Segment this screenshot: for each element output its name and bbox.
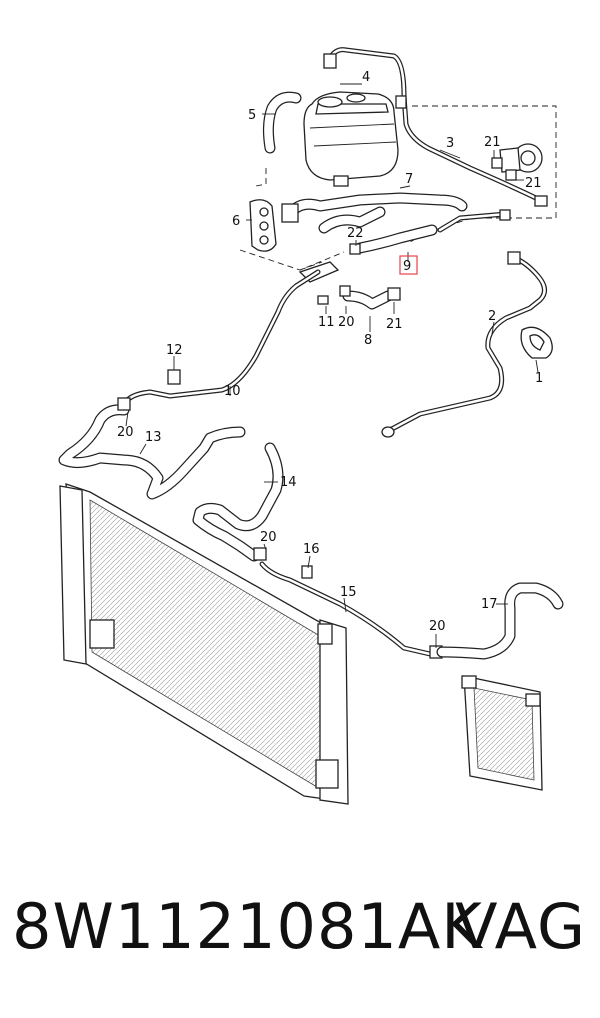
callout-8: 8 bbox=[364, 333, 372, 348]
callout-20-c: 20 bbox=[260, 530, 277, 545]
part-number: 8W1121081AK bbox=[12, 890, 483, 963]
callout-21-c: 21 bbox=[386, 317, 403, 332]
callout-5: 5 bbox=[248, 108, 256, 123]
coolant-housing bbox=[491, 143, 543, 181]
callout-10: 10 bbox=[224, 384, 241, 399]
callout-20-a: 20 bbox=[338, 315, 355, 330]
callout-3: 3 bbox=[446, 136, 454, 151]
callout-15: 15 bbox=[340, 585, 357, 600]
highlight-box bbox=[399, 255, 418, 275]
callout-17: 17 bbox=[481, 597, 498, 612]
brand-name: VAG bbox=[455, 890, 586, 963]
expansion-tank bbox=[303, 91, 399, 187]
callout-4: 4 bbox=[362, 70, 370, 85]
callout-20-b: 20 bbox=[117, 425, 134, 440]
callout-6: 6 bbox=[232, 214, 240, 229]
callout-7: 7 bbox=[405, 172, 413, 187]
callout-12: 12 bbox=[166, 343, 183, 358]
callout-9: 9 bbox=[403, 259, 411, 274]
callout-13: 13 bbox=[145, 430, 162, 445]
flange-gasket bbox=[249, 199, 277, 252]
callout-2: 2 bbox=[488, 309, 496, 324]
callout-22: 22 bbox=[347, 226, 364, 241]
cooling-system-diagram: 1 2 3 4 5 6 7 8 9 10 11 12 13 14 15 16 1… bbox=[58, 47, 564, 805]
radiator bbox=[59, 483, 349, 805]
callout-14: 14 bbox=[280, 475, 297, 490]
callout-11: 11 bbox=[318, 315, 335, 330]
callout-1: 1 bbox=[535, 371, 543, 386]
auxiliary-cooler bbox=[461, 675, 543, 791]
callout-16: 16 bbox=[303, 542, 320, 557]
footer: 8W1121081AK VAG bbox=[0, 890, 600, 990]
callout-21-a: 21 bbox=[484, 135, 501, 150]
callout-20-d: 20 bbox=[429, 619, 446, 634]
callout-21-b: 21 bbox=[525, 176, 542, 191]
